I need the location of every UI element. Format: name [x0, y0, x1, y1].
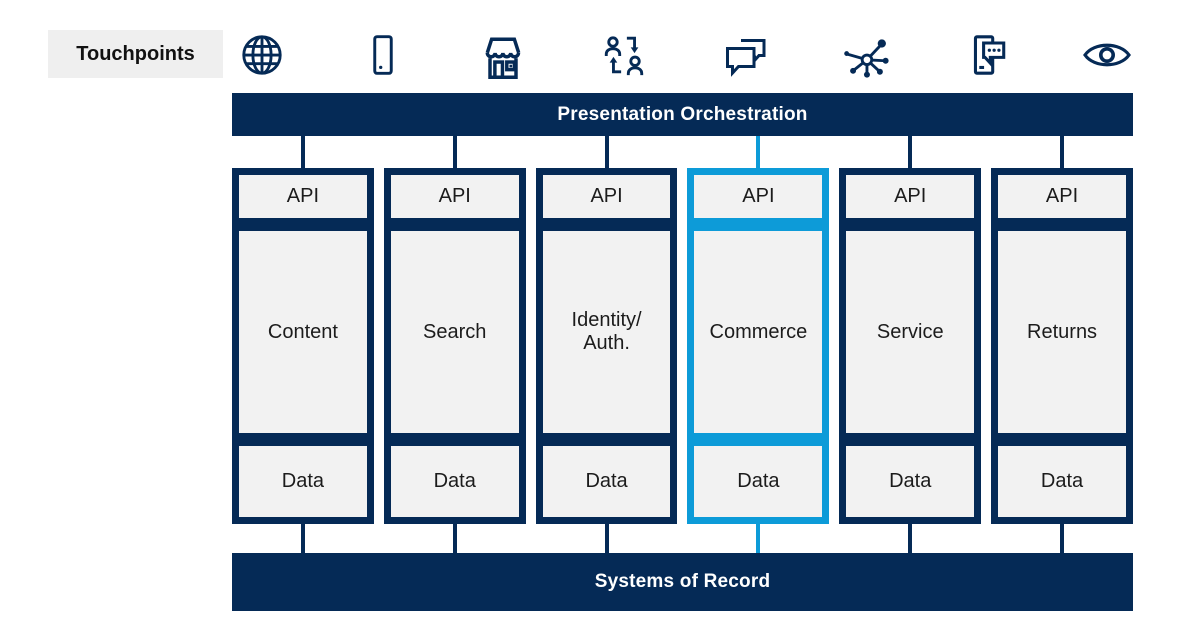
- connector-line: [384, 136, 526, 168]
- service-box: Content: [239, 231, 367, 433]
- touchpoints-icon-row: [234, 28, 1135, 82]
- connector-line: [687, 524, 829, 553]
- data-box: Data: [390, 446, 519, 517]
- data-box: Data: [542, 446, 671, 517]
- column-identity-auth: API Identity/ Auth. Data: [535, 168, 678, 524]
- service-box: Service: [846, 231, 975, 433]
- presentation-orchestration-bar: Presentation Orchestration: [232, 93, 1133, 136]
- globe-icon: [234, 28, 290, 82]
- service-box: Identity/ Auth.: [542, 231, 671, 433]
- api-box: API: [846, 175, 975, 218]
- api-box: API: [390, 175, 519, 218]
- service-columns: API Content Data API Search Data API Ide…: [232, 168, 1133, 524]
- column-returns: API Returns Data: [991, 168, 1133, 524]
- people-exchange-icon: [596, 28, 652, 82]
- device-message-icon: [958, 28, 1014, 82]
- connector-line: [232, 524, 374, 553]
- touchpoints-label: Touchpoints: [48, 30, 223, 78]
- column-search: API Search Data: [383, 168, 526, 524]
- connector-line: [991, 524, 1133, 553]
- service-box: Search: [390, 231, 519, 433]
- service-box: Commerce: [694, 231, 823, 433]
- systems-of-record-bar: Systems of Record: [232, 553, 1133, 611]
- connector-line: [839, 136, 981, 168]
- bottom-connectors: [232, 524, 1133, 553]
- api-box: API: [998, 175, 1126, 218]
- service-box: Returns: [998, 231, 1126, 433]
- data-box: Data: [694, 446, 823, 517]
- top-connectors: [232, 136, 1133, 168]
- data-box: Data: [846, 446, 975, 517]
- connector-line: [536, 136, 678, 168]
- connector-line: [839, 524, 981, 553]
- chat-bubbles-icon: [717, 28, 773, 82]
- api-box: API: [239, 175, 367, 218]
- connector-line: [991, 136, 1133, 168]
- network-hub-icon: [838, 28, 894, 82]
- connector-line: [687, 136, 829, 168]
- data-box: Data: [239, 446, 367, 517]
- column-content: API Content Data: [232, 168, 374, 524]
- data-box: Data: [998, 446, 1126, 517]
- column-commerce-highlighted: API Commerce Data: [687, 168, 830, 524]
- eye-icon: [1079, 28, 1135, 82]
- api-box: API: [542, 175, 671, 218]
- storefront-icon: [475, 28, 531, 82]
- connector-line: [384, 524, 526, 553]
- api-box: API: [694, 175, 823, 218]
- connector-line: [232, 136, 374, 168]
- connector-line: [536, 524, 678, 553]
- mobile-phone-icon: [355, 28, 411, 82]
- column-service: API Service Data: [839, 168, 982, 524]
